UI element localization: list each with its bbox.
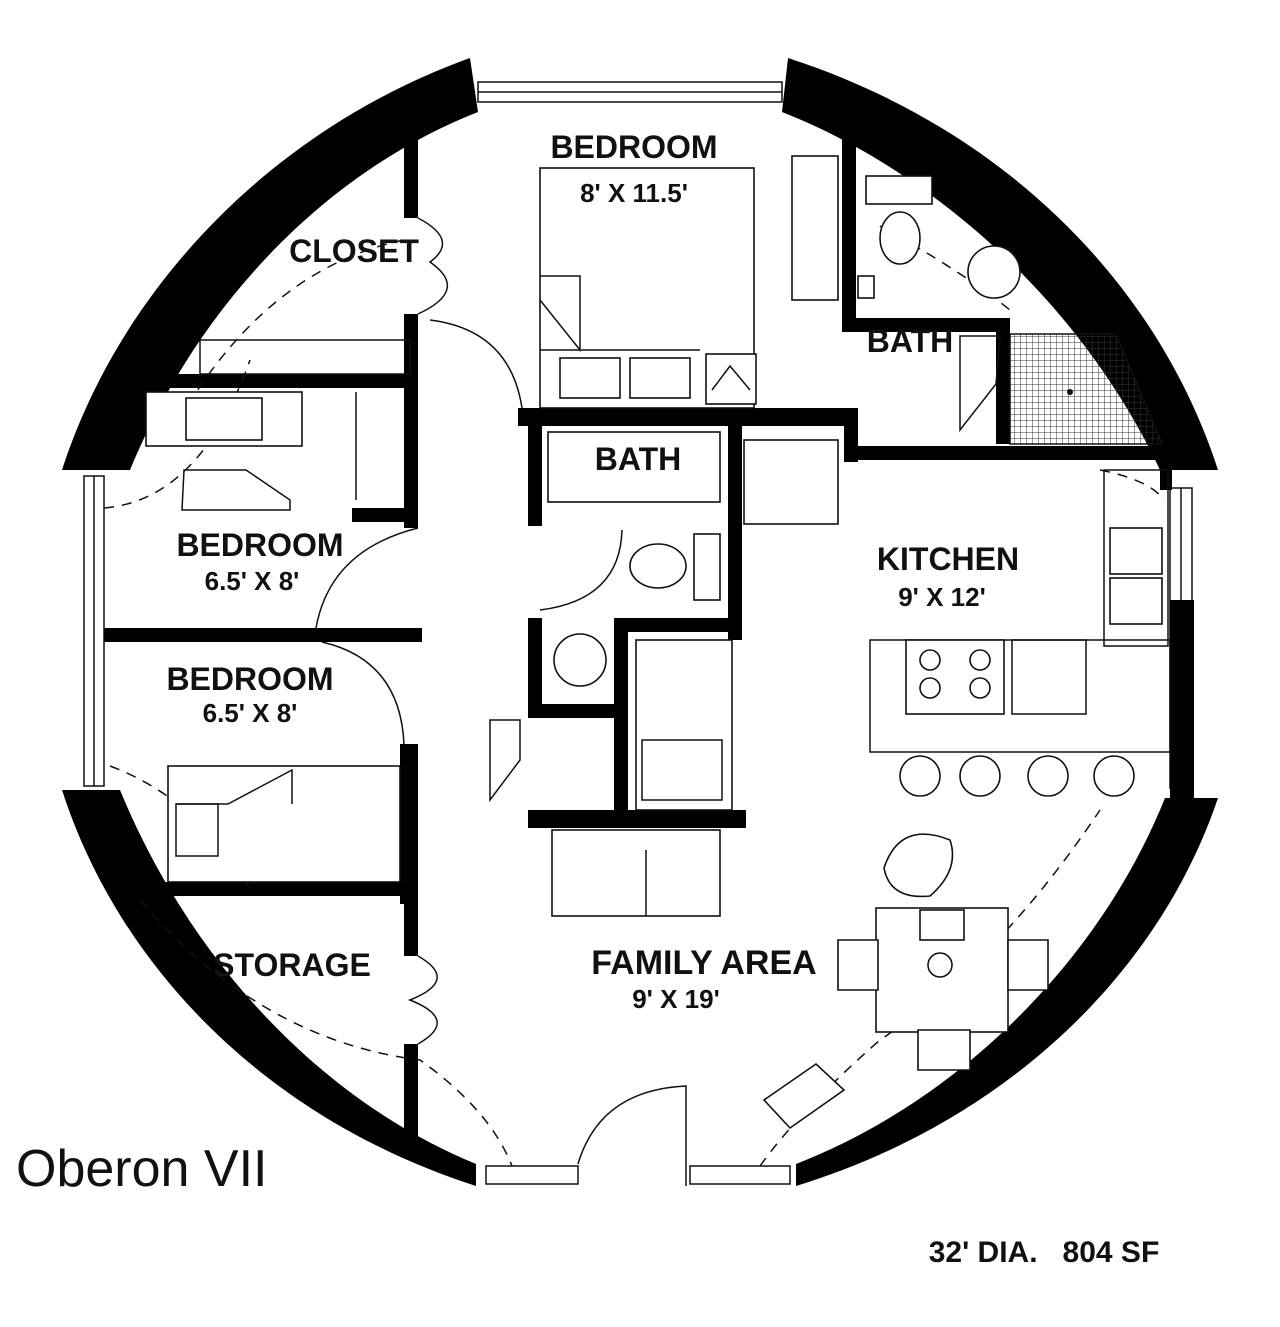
room-labels: BEDROOM 8' X 11.5' CLOSET BATH BATH BEDR…: [166, 129, 1019, 1014]
kitchen-name: KITCHEN: [877, 541, 1019, 577]
master-bed: [539, 167, 757, 409]
bedroom-master-name: BEDROOM: [550, 129, 717, 165]
laundry: [635, 639, 733, 811]
kitchen-fixtures: [869, 469, 1171, 797]
interior-walls: [104, 108, 1194, 1154]
shower-drain: [1067, 389, 1073, 395]
family-area-size: 9' X 19': [632, 984, 720, 1014]
bath-hall-name: BATH: [595, 441, 682, 477]
closet-name: CLOSET: [289, 233, 419, 269]
bedroom-upper-size: 6.5' X 8': [205, 566, 300, 596]
bedroom-upper-name: BEDROOM: [176, 527, 343, 563]
plan-spec: 32' DIA. 804 SF: [929, 1236, 1160, 1269]
bedroom-lower-bed: [167, 765, 401, 883]
family-area-name: FAMILY AREA: [591, 944, 816, 982]
bedroom-upper-furniture: [145, 339, 411, 511]
kitchen-size: 9' X 12': [898, 582, 986, 612]
bedroom-lower-name: BEDROOM: [166, 661, 333, 697]
storage-name: STORAGE: [213, 947, 371, 983]
door-swings: [315, 217, 1001, 1186]
master-bath-fixtures: [791, 155, 1021, 301]
family-furniture: [551, 829, 1049, 1130]
bedroom-lower-size: 6.5' X 8': [203, 698, 298, 728]
hall-bath-fixtures: [547, 431, 839, 687]
bedroom-master-size: 8' X 11.5': [580, 178, 688, 208]
bath-master-name: BATH: [867, 323, 954, 359]
plan-name: Oberon VII: [16, 1140, 267, 1198]
shower: [1009, 333, 1164, 445]
